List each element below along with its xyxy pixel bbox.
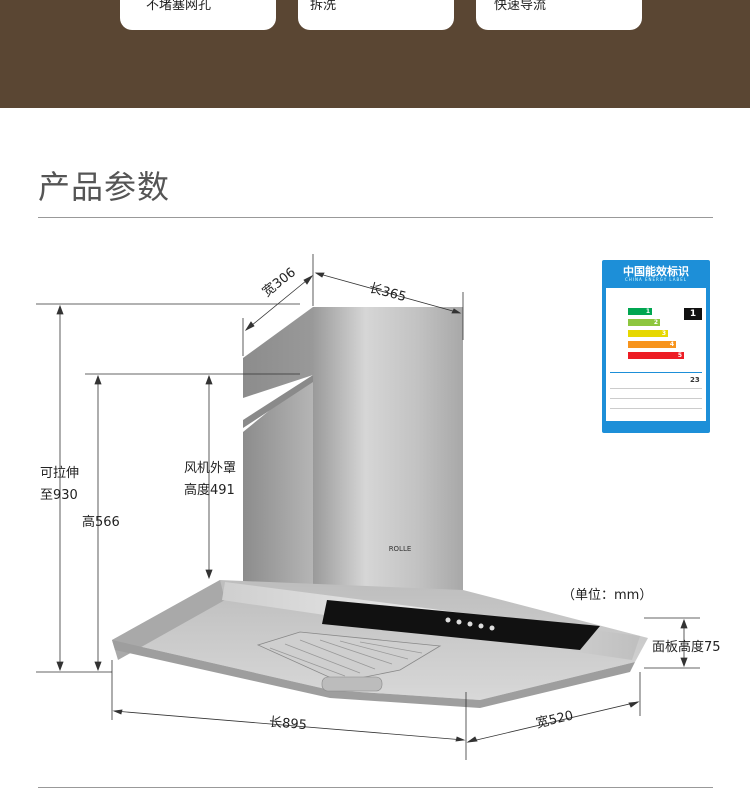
lower-chimney [243,375,463,612]
brand-logo: ROLLE [389,545,412,553]
energy-row-divider [610,398,702,399]
top-banner: 不堵塞网孔 拆洗 快速导流 [0,0,750,108]
energy-label-body: 1 2 3 4 5 1 23 [606,288,706,421]
control-button [456,619,462,625]
unit-label: （单位：mm） [562,588,653,603]
grade-bar-3: 3 [628,330,668,337]
height-label: 高566 [82,515,120,530]
title-divider [38,217,713,218]
extend-label-line2: 至930 [40,488,78,503]
rated-grade: 1 [684,308,702,320]
extend-label-line1: 可拉伸 [40,466,80,481]
dimension-lines [36,254,700,760]
feature-label: 快速导流 [494,0,547,13]
energy-label-subtitle: CHINA ENERGY LABEL [625,277,687,282]
feature-card-wash: 拆洗 [298,0,454,30]
oil-cup [321,676,383,692]
feature-label: 不堵塞网孔 [146,0,212,13]
energy-label: 中国能效标识 CHINA ENERGY LABEL 1 2 3 4 5 1 23 [602,260,710,433]
control-button [445,617,451,623]
length-bottom-label: 长895 [268,714,308,734]
feature-label: 拆洗 [310,0,337,13]
energy-label-title: 中国能效标识 [623,265,689,278]
page-title: 产品参数 [38,168,171,206]
energy-divider [610,372,702,373]
control-button [478,623,484,629]
fan-cover-label-line1: 风机外罩 [184,461,237,476]
feature-card-no-clog: 不堵塞网孔 [120,0,276,30]
control-button [467,621,473,627]
panel-height-label: 面板高度75 [652,640,721,655]
energy-value: 23 [690,376,700,384]
bottom-divider [38,787,713,788]
control-button [489,625,495,631]
fan-cover-label-line2: 高度491 [184,483,235,498]
energy-row-divider [610,408,702,409]
feature-card-guide-flow: 快速导流 [476,0,642,30]
grade-bar-1: 1 [628,308,652,315]
grade-bar-4: 4 [628,341,676,348]
control-panel [322,600,600,650]
filter-grille [256,631,442,692]
grade-bar-2: 2 [628,319,660,326]
energy-row-divider [610,388,702,389]
grade-bar-5: 5 [628,352,684,359]
upper-chimney [243,307,463,398]
